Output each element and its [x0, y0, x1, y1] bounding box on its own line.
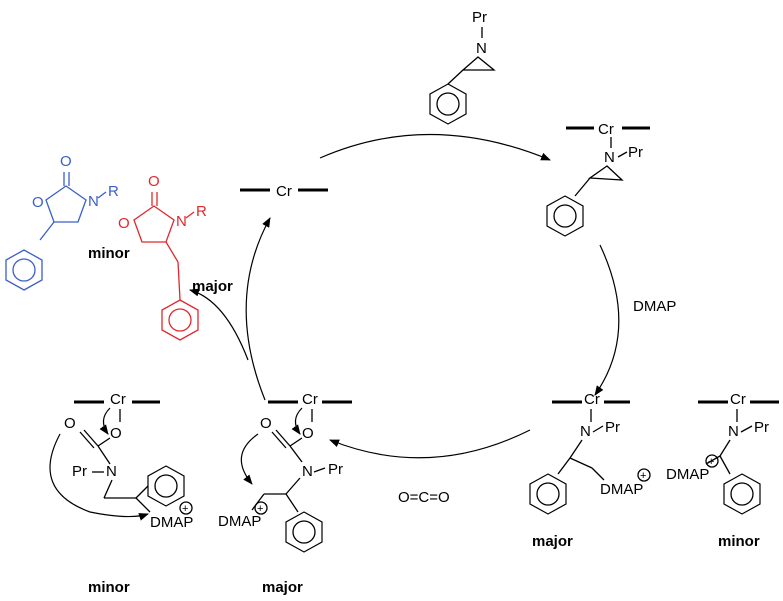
cycle-arrows: [189, 133, 620, 459]
ring-opened-intermediate-major: Cr N Pr DMAP + major: [529, 391, 651, 550]
plus-charge: +: [257, 503, 263, 515]
carbamate-intermediate-major: Cr O O N Pr DMAP + major: [218, 391, 352, 596]
cr-label: Cr: [584, 391, 600, 408]
phenyl-ring: [285, 511, 323, 553]
cyclization-arrow: [49, 433, 149, 521]
oxazolidinone-product-minor: O O N R: [5, 153, 119, 291]
arrow-cr-to-aziridine-complex: [319, 133, 551, 161]
phenyl-ring: [723, 473, 761, 515]
phenyl-ring: [429, 83, 467, 125]
major-label: major: [532, 533, 573, 550]
pr-label: Pr: [628, 144, 643, 161]
n-label: N: [176, 213, 187, 230]
cr-label: Cr: [110, 391, 126, 408]
dmap-label: DMAP: [666, 466, 709, 483]
cr-label: Cr: [276, 183, 292, 200]
arrow-to-products: [189, 288, 249, 361]
o-label: O: [118, 215, 130, 232]
pr-label: Pr: [605, 419, 620, 436]
pr-label: Pr: [328, 461, 343, 478]
phenyl-ring: [529, 473, 567, 515]
minor-label: minor: [88, 245, 130, 262]
o-label: O: [32, 194, 44, 211]
dmap-label: DMAP: [150, 514, 193, 531]
n-label: N: [88, 193, 99, 210]
arrow-dmap-ring-opening: [594, 244, 620, 396]
plus-charge: +: [182, 503, 188, 515]
arrow-co2-insertion: [329, 429, 531, 459]
o-label: O: [260, 415, 272, 432]
major-label: major: [262, 579, 303, 596]
n-label: N: [476, 40, 487, 57]
minor-label: minor: [88, 579, 130, 596]
dmap-label: DMAP: [218, 513, 261, 530]
pr-label: Pr: [472, 9, 487, 26]
n-label: N: [728, 423, 739, 440]
ring-opened-intermediate-minor: Cr N Pr DMAP + minor: [666, 391, 779, 550]
plus-charge: +: [640, 470, 646, 482]
phenyl-ring: [147, 465, 185, 507]
cr-aziridine-complex: Cr N Pr: [546, 121, 650, 237]
pr-label: Pr: [72, 463, 87, 480]
cr-catalyst: Cr: [240, 183, 328, 200]
carbamate-intermediate-minor: Cr O O Pr N DMAP + minor: [49, 391, 193, 596]
pr-label: Pr: [754, 419, 769, 436]
cr-o-arrow: [291, 407, 303, 435]
cr-label: Cr: [598, 121, 614, 138]
o-label: O: [148, 173, 160, 190]
n-label: N: [106, 463, 117, 480]
o-label: O: [64, 415, 76, 432]
aziridine-substrate: Pr N: [429, 9, 496, 125]
o-label: O: [110, 425, 122, 442]
o-label: O: [60, 153, 72, 170]
r-label: R: [108, 183, 119, 200]
plus-charge: +: [708, 456, 714, 468]
arrow-ring-closure: [245, 217, 271, 401]
phenyl-ring: [546, 195, 584, 237]
n-label: N: [302, 463, 313, 480]
co2-label: O=C=O: [398, 489, 450, 506]
cr-o-arrow: [99, 407, 111, 435]
cyclization-arrow: [240, 433, 259, 485]
minor-label: minor: [718, 533, 760, 550]
r-label: R: [196, 203, 207, 220]
n-label: N: [580, 423, 591, 440]
n-label: N: [604, 149, 615, 166]
o-label: O: [302, 425, 314, 442]
cr-label: Cr: [302, 391, 318, 408]
major-label: major: [192, 278, 233, 295]
dmap-label: DMAP: [600, 481, 643, 498]
dmap-reagent-label: DMAP: [633, 298, 676, 315]
oxazolidinone-product-major: O O N R: [118, 173, 207, 341]
cr-label: Cr: [730, 391, 746, 408]
